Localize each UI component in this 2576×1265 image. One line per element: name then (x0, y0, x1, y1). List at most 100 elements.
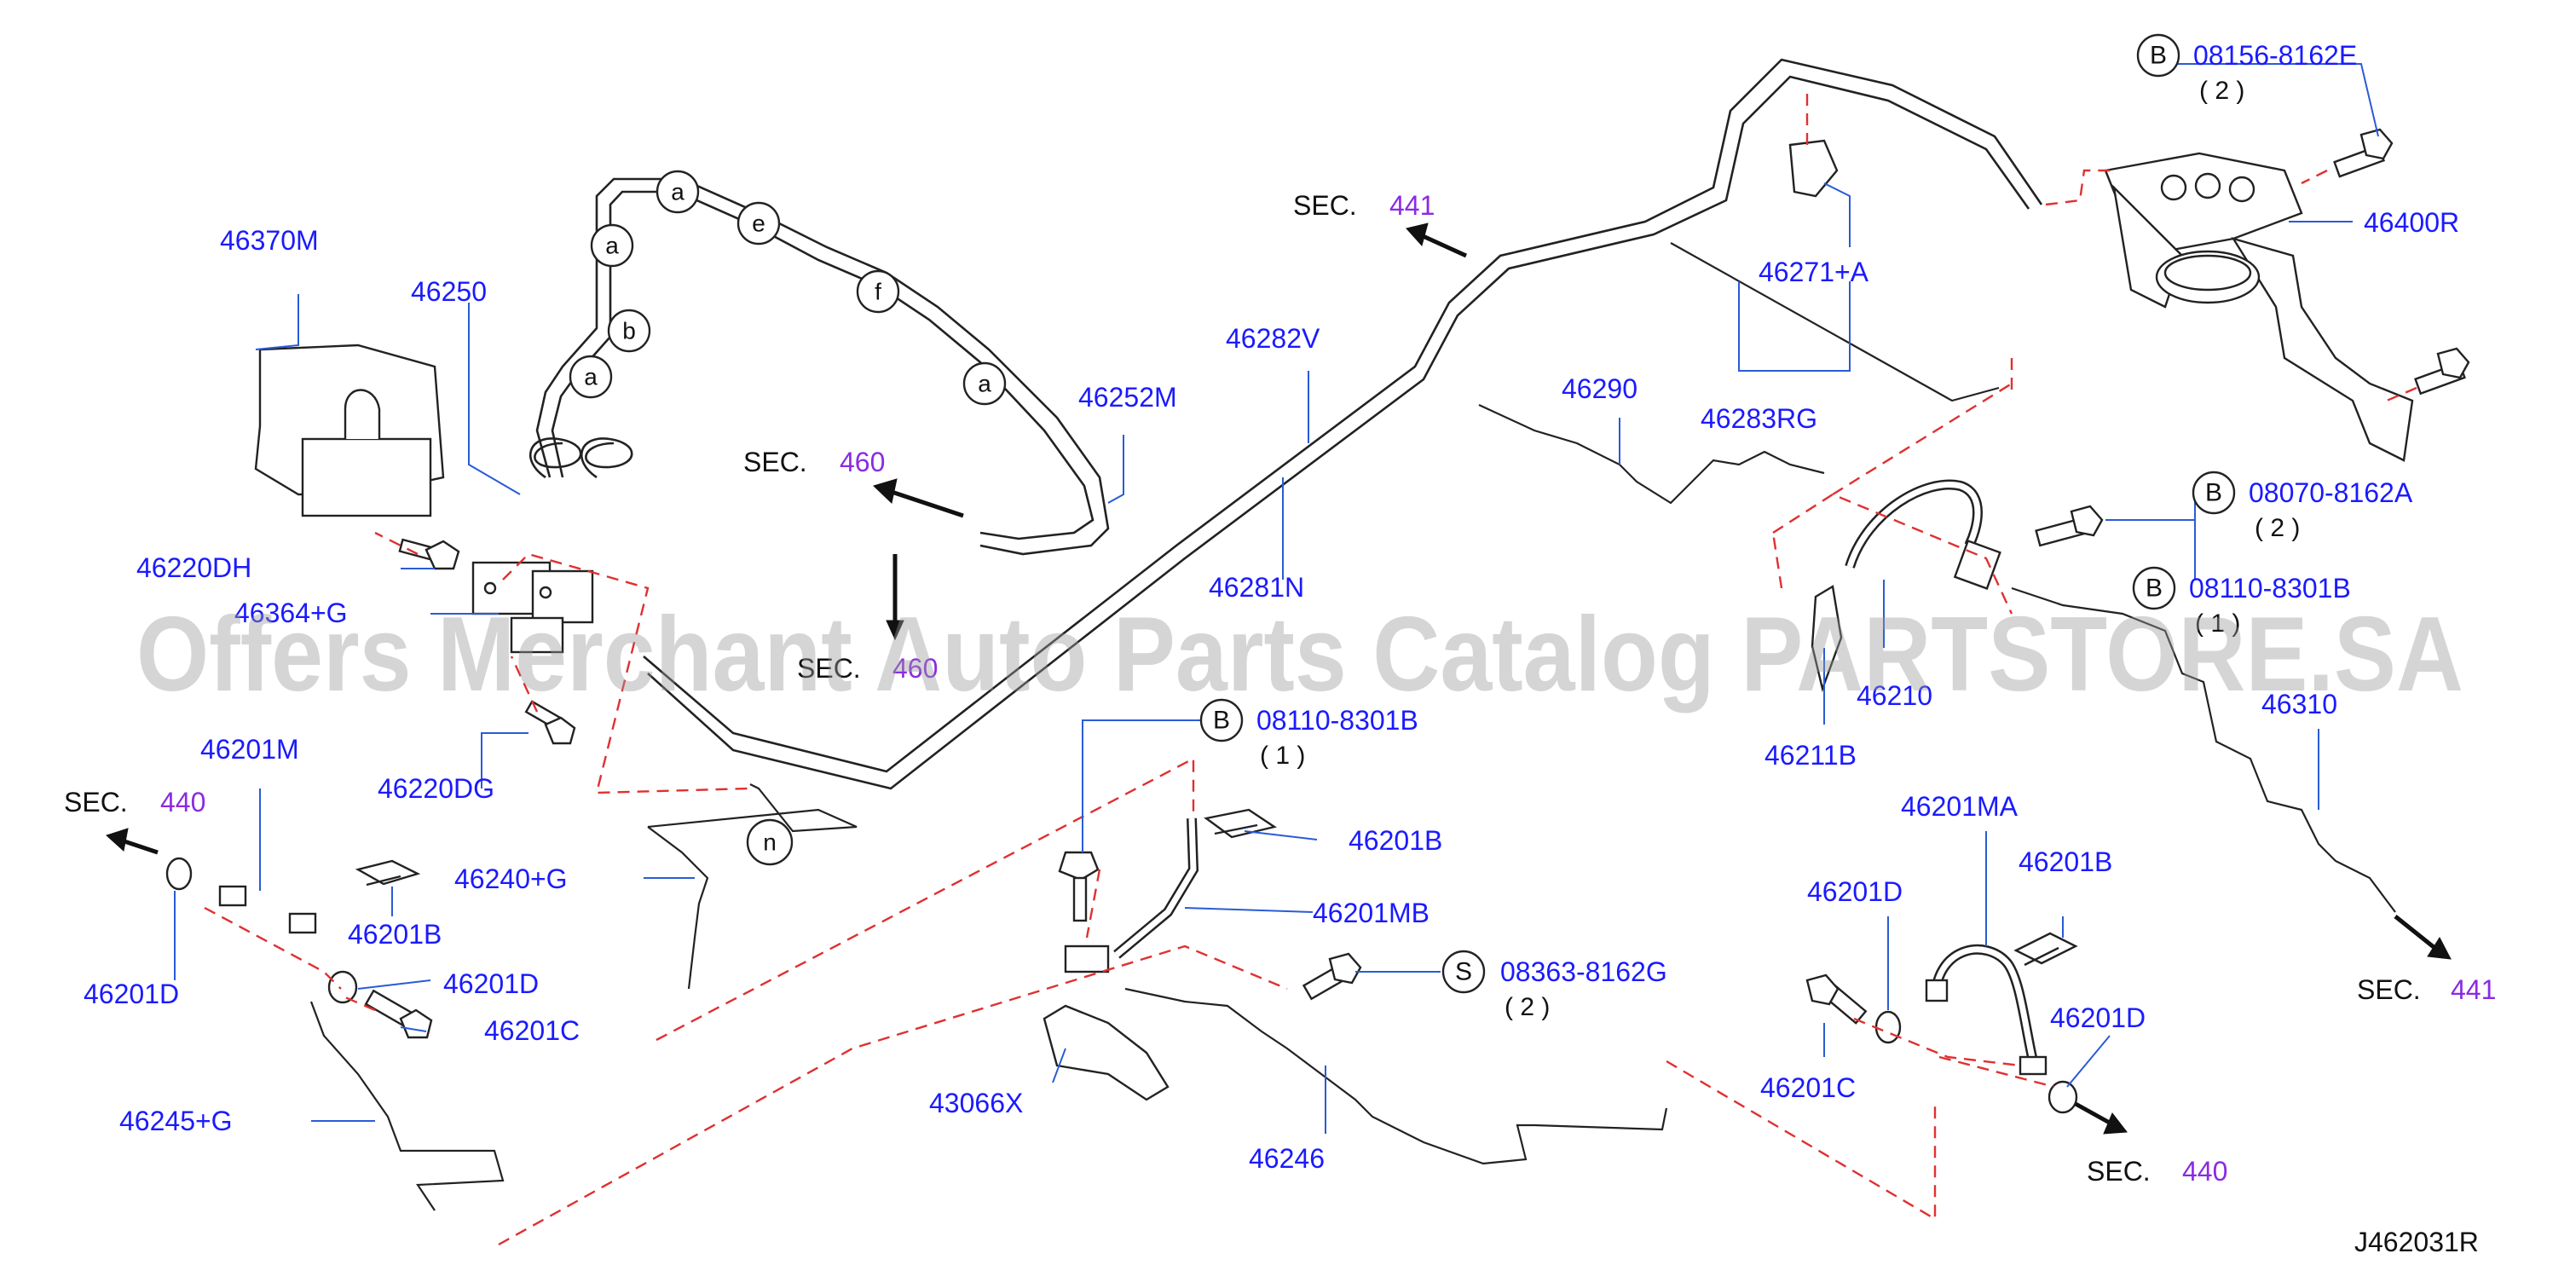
section-number: 441 (1389, 190, 1435, 221)
bolt-46220DH (398, 538, 460, 570)
part-label-46282V: 46282V (1226, 323, 1320, 354)
part-label-46210: 46210 (1857, 680, 1932, 711)
part-label-46364G: 46364+G (234, 598, 348, 628)
section-ref-440-left: SEC. 440 (64, 787, 205, 817)
clip-46201B-r (2013, 932, 2078, 967)
section-ref-441-top: SEC. 441 (1293, 190, 1435, 221)
washer-46201D-r2 (2048, 1080, 2078, 1114)
section-prefix: SEC. (2357, 974, 2421, 1005)
connector-a-2 (590, 223, 634, 268)
fastener-quantity: ( 1 ) (2195, 609, 2240, 638)
part-labels: 46370M 46250 46220DH 46364+G 46220DG 462… (84, 207, 2459, 1174)
diagram-reference-code: J462031R (2354, 1227, 2479, 1257)
part-label-46220DG: 46220DG (378, 773, 494, 804)
connector-a-4 (962, 361, 1007, 406)
bolt-46201C-right (1805, 973, 1868, 1025)
section-number: 441 (2451, 974, 2496, 1005)
clip-46201B-l (355, 859, 421, 887)
bolt-08363 (1302, 952, 1362, 1001)
washer-46201D-l2 (327, 970, 358, 1004)
fastener-quantity: ( 2 ) (1505, 993, 1550, 1021)
fastener-08363-8162G: S 08363-8162G ( 2 ) (1441, 950, 1667, 1021)
connector-e-label: e (752, 211, 765, 237)
connector-n (746, 818, 794, 866)
part-label-46240G: 46240+G (454, 864, 568, 894)
fastener-08156-8162E: B 08156-8162E ( 2 ) (2136, 33, 2357, 105)
components (165, 128, 2470, 1114)
fastener-part-number: 08156-8162E (2193, 40, 2357, 71)
connector-a-1 (656, 170, 700, 214)
connector-a-1-label: a (671, 179, 684, 205)
fastener-circle-label: B (2150, 42, 2167, 70)
fastener-08110-8301B-center: B 08110-8301B ( 1 ) (1199, 698, 1418, 770)
connector-e (736, 201, 781, 245)
part-label-46201B-center: 46201B (1349, 825, 1442, 856)
section-prefix: SEC. (743, 447, 807, 477)
fastener-quantity: ( 1 ) (1260, 742, 1305, 770)
washer-46201D-l (165, 857, 193, 891)
fastener-circle-label: B (2146, 575, 2163, 603)
dashed-reference-lines (204, 94, 2417, 1246)
part-label-46246: 46246 (1249, 1143, 1325, 1174)
section-ref-460-b: SEC. 460 (797, 653, 938, 684)
connector-a-3-label: a (584, 364, 598, 390)
part-label-46201C-right: 46201C (1760, 1072, 1856, 1103)
section-number: 460 (892, 653, 938, 684)
section-prefix: SEC. (64, 787, 128, 817)
brake-tubes (224, 58, 2396, 1211)
part-label-46201MA: 46201MA (1901, 791, 2019, 822)
clip-46201B-c (1204, 808, 1277, 839)
part-label-46245G: 46245+G (119, 1106, 233, 1136)
part-label-43066X: 43066X (929, 1088, 1023, 1118)
connector-a-3 (569, 355, 613, 399)
fastener-quantity: ( 2 ) (2255, 514, 2300, 542)
section-prefix: SEC. (1293, 190, 1357, 221)
connector-f-label: f (875, 279, 881, 305)
section-references: SEC. 441 SEC. 460 SEC. 460 SEC. 440 SEC.… (64, 190, 2496, 1187)
fastener-circle-label: B (2205, 479, 2222, 507)
connector-a-4-label: a (978, 371, 991, 397)
part-label-46250: 46250 (411, 276, 487, 307)
part-label-46400R: 46400R (2364, 207, 2459, 238)
part-label-46290: 46290 (1562, 373, 1637, 404)
section-number: 440 (160, 787, 205, 817)
watermark-text: Offers Merchant Auto Parts Catalog PARTS… (136, 596, 2463, 713)
part-label-46201D-left-2: 46201D (443, 968, 539, 999)
fastener-part-number: 08110-8301B (2189, 573, 2351, 604)
connector-n-label: n (763, 829, 777, 856)
leader-lines (174, 63, 2379, 1134)
washer-46201D-r (1874, 1010, 1902, 1044)
part-label-46220DH: 46220DH (136, 552, 251, 583)
part-label-46370M: 46370M (220, 225, 319, 256)
part-label-46201MB: 46201MB (1313, 898, 1430, 928)
bolt-center (1058, 851, 1100, 922)
part-label-46211B: 46211B (1765, 740, 1857, 771)
part-label-46271A: 46271+A (1759, 257, 1869, 287)
section-number: 460 (840, 447, 885, 477)
connector-markers: a a a b a e f n (569, 170, 1007, 866)
part-label-46310: 46310 (2261, 689, 2337, 719)
section-prefix: SEC. (797, 653, 861, 684)
section-ref-440-right: SEC. 440 (2087, 1156, 2227, 1187)
part-label-46201C-left: 46201C (484, 1015, 580, 1046)
part-label-46201D-right: 46201D (1807, 876, 1903, 907)
section-ref-460-a: SEC. 460 (743, 447, 885, 477)
bolt-08156 (2333, 128, 2394, 178)
fastener-part-number: 08110-8301B (1256, 705, 1418, 736)
fastener-circle-label: S (1455, 958, 1472, 986)
part-label-46201B-right: 46201B (2019, 846, 2112, 877)
connector-b-label: b (622, 318, 636, 344)
section-number: 440 (2182, 1156, 2227, 1187)
part-label-46281N: 46281N (1209, 572, 1304, 603)
fastener-part-number: 08363-8162G (1500, 956, 1667, 987)
fastener-08110-8301B-right: B 08110-8301B ( 1 ) (2132, 566, 2351, 638)
fastener-circle-label: B (1213, 707, 1230, 735)
arrows (106, 222, 2452, 1135)
part-label-46201D-right-2: 46201D (2050, 1002, 2146, 1033)
connector-b (607, 309, 651, 353)
part-label-46283RG: 46283RG (1701, 403, 1817, 434)
bolt-08070 (2035, 505, 2104, 547)
part-label-46252M: 46252M (1078, 382, 1177, 413)
part-label-46201M: 46201M (200, 734, 299, 765)
